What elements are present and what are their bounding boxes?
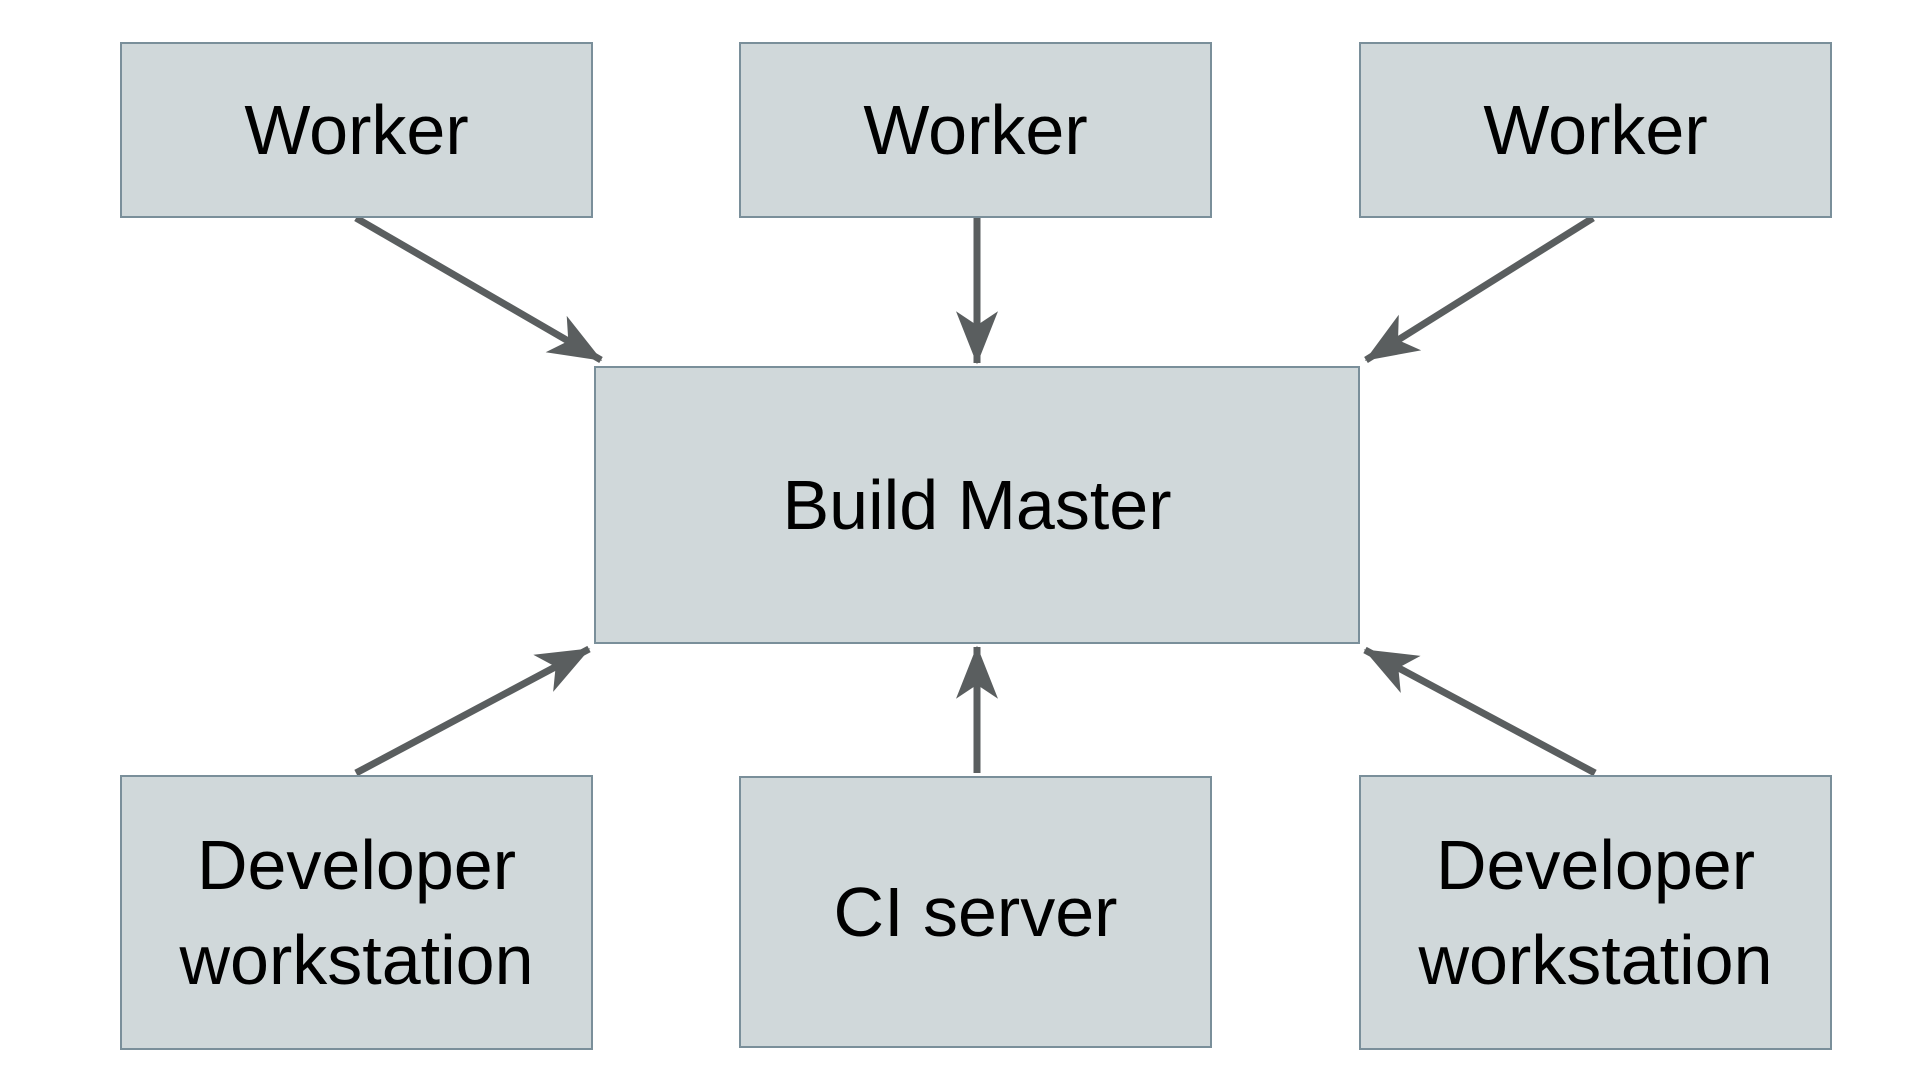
node-worker-2: Worker xyxy=(739,42,1212,218)
node-developer-workstation-left-label: Developer workstation xyxy=(179,826,534,999)
node-worker-3-label: Worker xyxy=(1483,90,1708,169)
arrow-devleft-to-buildmaster xyxy=(354,645,591,777)
node-build-master: Build Master xyxy=(594,366,1360,644)
node-developer-workstation-right: Developer workstation xyxy=(1359,775,1832,1050)
node-ci-server: CI server xyxy=(739,776,1212,1048)
node-developer-workstation-right-label: Developer workstation xyxy=(1418,826,1773,999)
node-worker-1-label: Worker xyxy=(244,90,469,169)
node-worker-2-label: Worker xyxy=(863,90,1088,169)
node-worker-3: Worker xyxy=(1359,42,1832,218)
arrow-devright-to-buildmaster xyxy=(1363,646,1597,777)
node-build-master-label: Build Master xyxy=(782,465,1172,544)
node-worker-1: Worker xyxy=(120,42,593,218)
node-developer-workstation-left: Developer workstation xyxy=(120,775,593,1050)
node-ci-server-label: CI server xyxy=(833,872,1118,951)
arrow-worker3-to-buildmaster xyxy=(1364,215,1595,363)
arrow-worker1-to-buildmaster xyxy=(354,214,603,364)
